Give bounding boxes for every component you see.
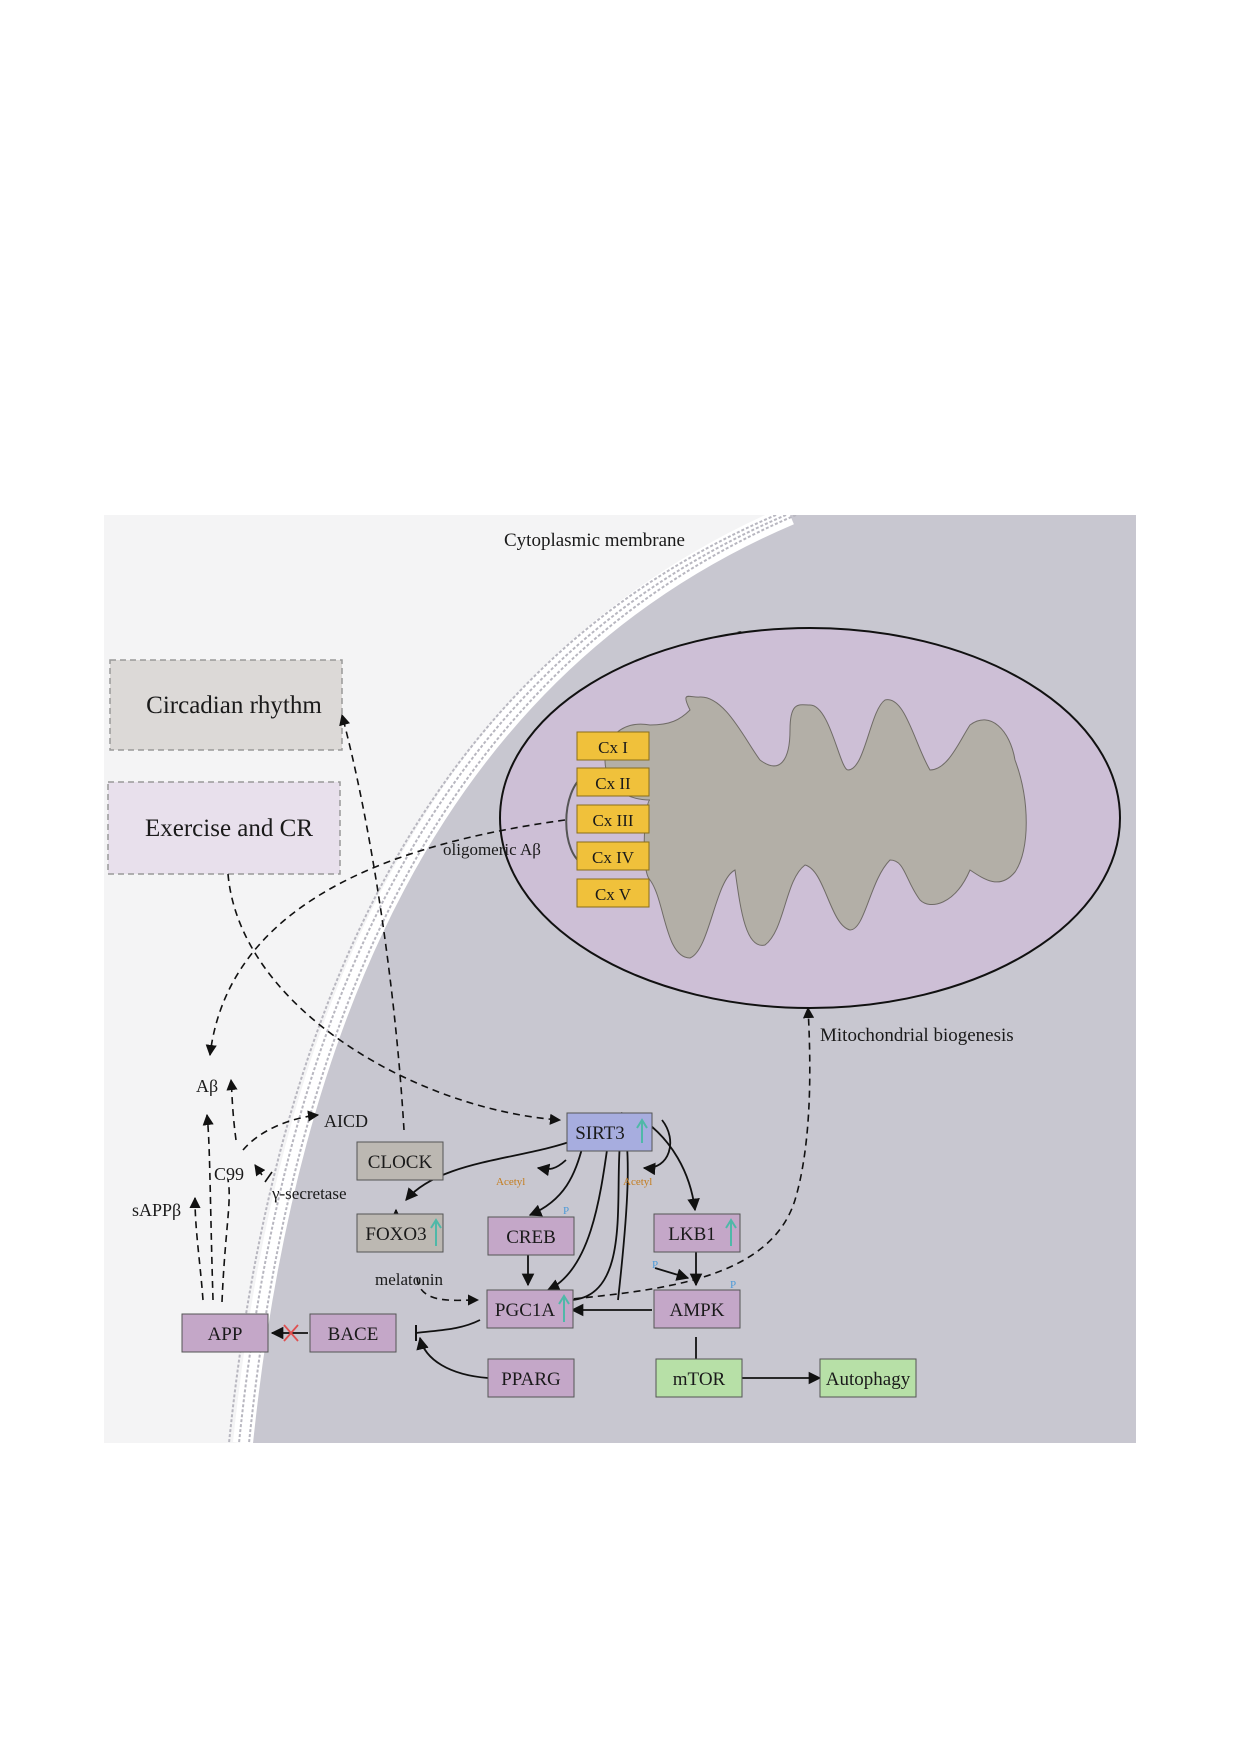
mtor-node: mTOR xyxy=(655,1358,743,1398)
aicd-label: AICD xyxy=(324,1111,368,1131)
oligomeric-ab-label: oligomeric Aβ xyxy=(443,840,541,859)
mito-biogenesis-label: Mitochondrial biogenesis xyxy=(820,1025,1014,1046)
acetyl-left-label: Acetyl xyxy=(496,1176,525,1188)
sirt3-to-creb-arrow xyxy=(528,1144,584,1217)
clock-label: CLOCK xyxy=(368,1152,433,1173)
complex-3 xyxy=(576,804,650,834)
inhibition-x xyxy=(283,1324,299,1342)
complex-stack: Cx I Cx II Cx III Cx IV Cx V xyxy=(576,731,650,908)
acetyl-right-label: Acetyl xyxy=(623,1176,652,1188)
membrane-label: Cytoplasmic membrane xyxy=(504,530,685,551)
acetyl-right-arrow xyxy=(642,1119,671,1176)
melatonin-arrow xyxy=(416,1277,480,1306)
foxo3-node: FOXO3 xyxy=(356,1213,444,1253)
sirt3-node: SIRT3 xyxy=(566,1112,653,1152)
app-label: APP xyxy=(208,1324,243,1345)
mitochondrial-cristae xyxy=(604,695,1027,959)
app-to-c99-arrow xyxy=(202,1113,214,1301)
c99-to-ab-arrow xyxy=(226,1078,238,1141)
ampk-node: AMPK xyxy=(653,1289,741,1329)
sirt3-to-lkb1-arrow xyxy=(645,1121,700,1212)
circadian-rhythm-box xyxy=(109,659,343,751)
exercise-cr-box xyxy=(107,781,341,875)
c99-label: C99 xyxy=(214,1164,244,1184)
creb-node: CREB xyxy=(487,1216,575,1256)
foxo3-label: FOXO3 xyxy=(365,1224,426,1245)
lkb1-label: LKB1 xyxy=(668,1224,716,1245)
up-arrow-icon xyxy=(725,1218,737,1246)
p-to-ampk-arrow xyxy=(654,1267,690,1281)
sirt3-label: SIRT3 xyxy=(575,1123,625,1144)
app-node: APP xyxy=(181,1313,269,1353)
pgc1a-label: PGC1A xyxy=(495,1300,555,1321)
up-arrow-icon xyxy=(430,1218,442,1246)
c99-to-aicd-arrow xyxy=(242,1110,320,1151)
up-arrow-icon xyxy=(636,1118,648,1143)
sirt3-to-pgc1a-arrow xyxy=(546,1142,609,1291)
pparg-node: PPARG xyxy=(487,1358,575,1398)
autophagy-node: Autophagy xyxy=(819,1358,917,1398)
melatonin-label: melatonin xyxy=(375,1270,443,1289)
complex-5 xyxy=(576,878,650,908)
p-lkb1-label: P xyxy=(652,1259,658,1271)
complex-2 xyxy=(576,767,650,797)
complex-1-label: Cx I xyxy=(598,738,628,757)
complex-4-label: Cx IV xyxy=(592,848,635,867)
clock-to-circadian-arrow xyxy=(339,713,405,1131)
bace-node: BACE xyxy=(309,1313,397,1353)
clock-node: CLOCK xyxy=(356,1141,444,1181)
p-ampk-label: P xyxy=(730,1279,736,1291)
sirt3-to-foxo3-arrow xyxy=(405,1139,576,1201)
oligomeric-ab-arrow xyxy=(205,819,566,1057)
bace-label: BACE xyxy=(328,1324,379,1345)
complex-3-label: Cx III xyxy=(592,811,633,830)
creb-label: CREB xyxy=(506,1227,556,1248)
pparg-arrow xyxy=(416,1336,489,1379)
p-creb-label: P xyxy=(563,1205,569,1217)
complex-1 xyxy=(576,731,650,761)
complex-5-label: Cx V xyxy=(595,885,632,904)
acetyl-left-arrow xyxy=(536,1159,567,1177)
ampk-label: AMPK xyxy=(670,1300,725,1321)
pparg-label: PPARG xyxy=(501,1369,561,1390)
pgc1a-bace-inhibition xyxy=(415,1319,481,1334)
up-arrow-icon xyxy=(558,1294,570,1322)
complex-2-label: Cx II xyxy=(595,774,631,793)
app-to-sappb-arrow xyxy=(189,1196,204,1301)
cytoplasmic-membrane xyxy=(233,515,794,1443)
lkb1-node: LKB1 xyxy=(653,1213,741,1253)
ab-label: Aβ xyxy=(196,1076,218,1096)
autophagy-label: Autophagy xyxy=(826,1369,911,1390)
gamma-secretase-label: γ-secretase xyxy=(271,1184,347,1203)
mtor-label: mTOR xyxy=(673,1369,726,1390)
pgc1a-node: PGC1A xyxy=(486,1289,574,1329)
complex-4 xyxy=(576,841,650,871)
ampk-to-mito-biogenesis-arrow xyxy=(561,1006,815,1301)
circadian-rhythm-label: Circadian rhythm xyxy=(146,692,322,719)
exercise-cr-label: Exercise and CR xyxy=(145,815,313,842)
sappb-label: sAPPβ xyxy=(132,1200,181,1220)
